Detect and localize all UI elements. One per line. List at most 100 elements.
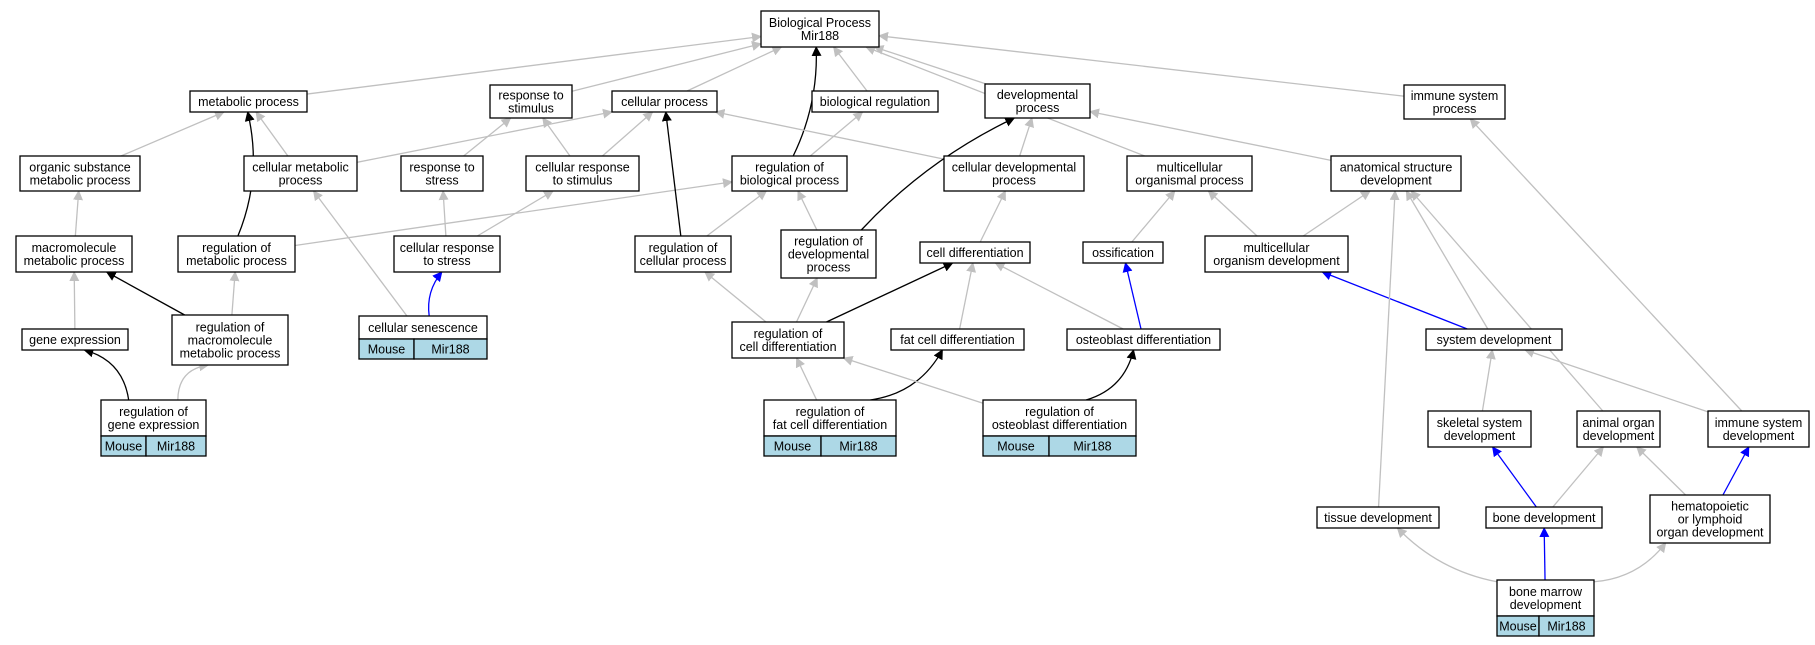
gene-label: Mir188 bbox=[1073, 440, 1111, 454]
go-term-node-bone-dev[interactable]: bone development bbox=[1485, 506, 1603, 529]
node-label-line: fat cell differentiation bbox=[900, 333, 1014, 347]
edge-is-a bbox=[1469, 118, 1743, 412]
species-label: Mouse bbox=[105, 440, 143, 454]
go-term-node-ossif[interactable]: ossification bbox=[1082, 241, 1164, 264]
node-label-line: process bbox=[807, 261, 851, 275]
node-label-line: cellular metabolic bbox=[252, 161, 349, 175]
edge-is-a bbox=[1552, 446, 1604, 508]
node-label-line: organic substance bbox=[29, 161, 131, 175]
edge-is-a bbox=[1131, 190, 1176, 243]
go-term-node-fat-diff[interactable]: fat cell differentiation bbox=[890, 328, 1025, 351]
node-label-line: Mir188 bbox=[801, 29, 839, 43]
go-term-node-cell-diff[interactable]: cell differentiation bbox=[919, 241, 1031, 264]
edge-regulates bbox=[83, 347, 130, 401]
edge-is-a bbox=[704, 271, 767, 323]
node-box bbox=[1204, 235, 1349, 273]
gene-cell[interactable] bbox=[145, 435, 207, 457]
go-term-node-gene-expr[interactable]: gene expression bbox=[21, 328, 129, 351]
edge-is-a bbox=[463, 117, 512, 157]
node-box bbox=[1576, 410, 1661, 448]
node-label-line: regulation of bbox=[794, 235, 863, 249]
node-label-line: cellular developmental bbox=[952, 161, 1076, 175]
node-label-line: anatomical structure bbox=[1340, 161, 1453, 175]
edge-is-a bbox=[306, 32, 762, 95]
edge-is-a bbox=[795, 277, 818, 323]
edge-is-a bbox=[542, 117, 571, 157]
edge-is-a bbox=[714, 108, 945, 160]
node-box bbox=[890, 328, 1025, 351]
node-label-line: development bbox=[1510, 598, 1582, 612]
node-box bbox=[1707, 410, 1810, 448]
go-term-node-bio-reg[interactable]: biological regulation bbox=[811, 90, 939, 113]
edge-is-a bbox=[878, 31, 1405, 97]
go-term-node-tissue-dev[interactable]: tissue development bbox=[1316, 506, 1440, 529]
edge-is-a bbox=[797, 190, 818, 231]
gene-cell[interactable] bbox=[1538, 615, 1595, 637]
edge-is-a bbox=[833, 46, 868, 92]
edge-is-a bbox=[177, 361, 210, 401]
node-label-line: cell differentiation bbox=[926, 246, 1023, 260]
node-box bbox=[171, 314, 289, 366]
node-label-line: macromolecule bbox=[188, 334, 273, 348]
go-term-node-cellular-proc[interactable]: cellular process bbox=[611, 90, 718, 113]
node-label-line: regulation of bbox=[196, 321, 265, 335]
node-box bbox=[400, 155, 484, 192]
node-box bbox=[982, 399, 1137, 437]
node-box bbox=[634, 235, 732, 273]
node-label-line: multicellular bbox=[1244, 241, 1310, 255]
node-label-line: ossification bbox=[1092, 246, 1154, 260]
node-label-line: regulation of bbox=[796, 405, 865, 419]
node-label-line: metabolic process bbox=[198, 95, 299, 109]
gene-cell[interactable] bbox=[820, 435, 897, 457]
edge-is-a bbox=[476, 190, 554, 237]
go-term-node-metabolic[interactable]: metabolic process bbox=[189, 90, 308, 113]
node-box bbox=[763, 399, 897, 437]
node-label-line: osteoblast differentiation bbox=[992, 418, 1127, 432]
go-term-node-sys-dev[interactable]: system development bbox=[1425, 328, 1563, 351]
node-label-line: or lymphoid bbox=[1678, 513, 1743, 527]
gene-label: Mir188 bbox=[1547, 620, 1585, 634]
species-label: Mouse bbox=[368, 343, 406, 357]
go-term-node-osteo-diff[interactable]: osteoblast differentiation bbox=[1066, 328, 1221, 351]
gene-cell[interactable] bbox=[1048, 435, 1137, 457]
gene-cell[interactable] bbox=[413, 338, 488, 360]
node-box bbox=[611, 90, 718, 113]
node-box bbox=[1403, 84, 1506, 120]
edge-is-a bbox=[795, 357, 818, 401]
edge-is-a bbox=[438, 190, 449, 237]
node-label-line: system development bbox=[1437, 333, 1552, 347]
edge-is-a bbox=[1410, 190, 1604, 412]
edge-is-a bbox=[809, 111, 864, 157]
